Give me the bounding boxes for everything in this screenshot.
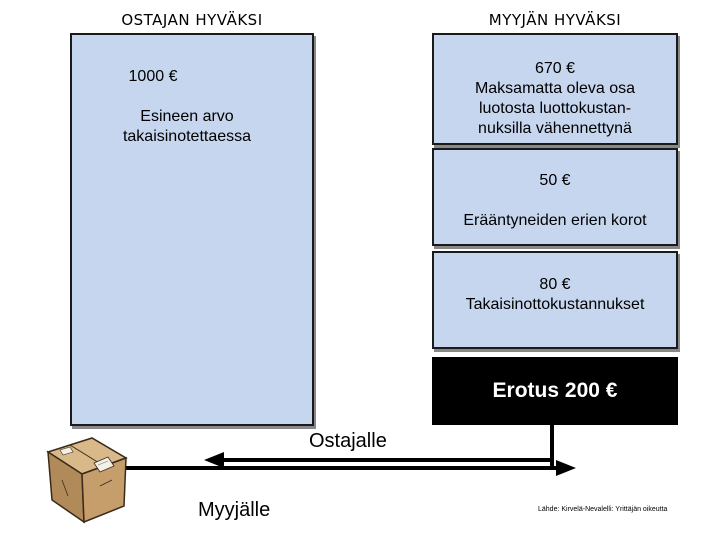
to-seller-label: Myyjälle <box>198 499 270 522</box>
package-box-icon <box>48 438 126 522</box>
to-buyer-label: Ostajalle <box>309 430 387 453</box>
arrow-to-buyer-head <box>204 452 224 468</box>
arrow-to-seller-head <box>556 460 576 476</box>
source-note: Lähde: Kirvelä-Nevalelli: Yrittäjän oike… <box>538 506 667 513</box>
